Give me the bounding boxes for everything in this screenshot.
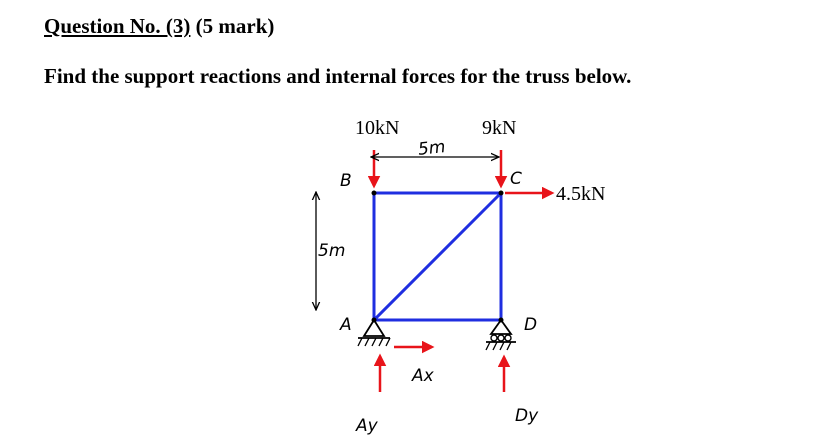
reaction-dy-label: Dy (515, 406, 539, 426)
dimension-height-label: 5m (318, 241, 345, 261)
node-label-c: C (510, 169, 522, 189)
load-c-horizontal-label: 4.5kN (556, 183, 605, 205)
load-b-label: 10kN (355, 117, 399, 139)
joint-c (498, 190, 504, 196)
roller-support-d (485, 318, 516, 351)
truss-members (372, 191, 503, 322)
reaction-ay-label: Ay (355, 416, 379, 436)
question-text: Find the support reactions and internal … (44, 64, 632, 88)
question-number: Question No. (3) (44, 14, 191, 38)
pin-support-a (357, 318, 391, 347)
node-label-d: D (524, 315, 537, 335)
node-label-a: A (339, 315, 352, 335)
node-label-b: B (340, 171, 352, 191)
joint-b (371, 190, 377, 196)
reaction-ax-label: Ax (411, 366, 435, 386)
dimension-width-label: 5m (417, 137, 446, 160)
load-c-label: 9kN (482, 117, 516, 139)
question-title: Question No. (3) (5 mark) (44, 14, 274, 39)
member-ac (372, 191, 503, 322)
question-marks: (5 mark) (190, 14, 275, 38)
